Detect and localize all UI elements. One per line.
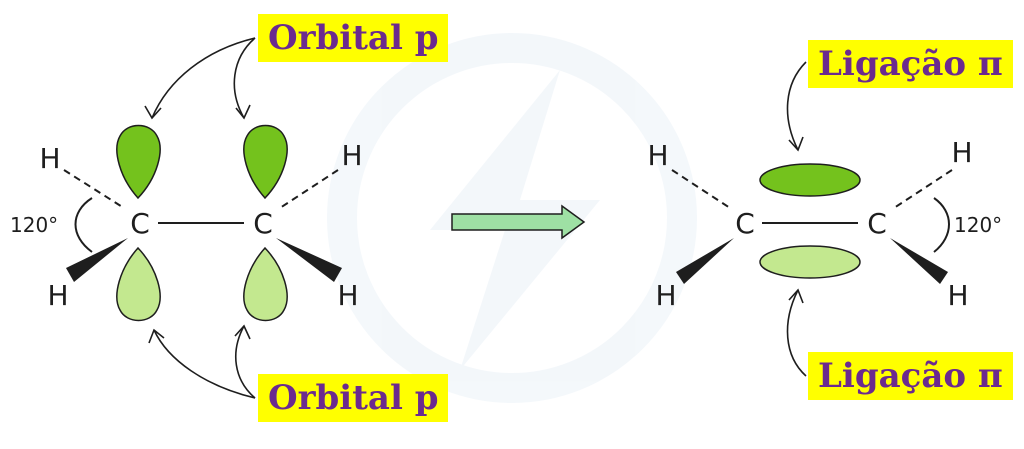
left-angle-label: 120° [10,213,58,237]
left-hydrogen-br: H [337,279,358,312]
left-carbon-1: C [130,207,150,240]
left-lobe-bottom-2 [243,246,288,322]
arrowhead-orbital-bottom-2 [234,324,251,340]
arrowhead-orbital-bottom-1 [148,328,165,344]
right-hydrogen-br: H [947,279,968,312]
arrowhead-pi-bottom [788,288,804,304]
label-pi-bond-top: Ligação π [808,40,1013,88]
pi-lobe-top [759,163,861,197]
arrow-pi-top [786,61,807,151]
right-hydrogen-tl: H [647,139,668,172]
right-angle-label: 120° [954,213,1002,237]
right-dashed-bond-2 [893,169,953,209]
right-molecule: C C H H H H 120° [647,61,1002,377]
arrow-pi-bottom [786,289,807,377]
left-hydrogen-bl: H [47,279,68,312]
reaction-arrow [451,204,586,240]
left-dashed-bond-1 [63,169,125,209]
arrow-orbital-bottom-2 [234,325,256,399]
label-orbital-p-top: Orbital p [258,14,449,62]
left-wedge-bond-1 [66,238,128,282]
arrow-orbital-top-2 [233,37,256,119]
left-carbon-2: C [253,207,273,240]
right-wedge-bond-1 [676,238,734,284]
right-wedge-bond-2 [890,238,948,284]
label-orbital-p-bottom: Orbital p [258,374,449,422]
left-lobe-top-1 [116,124,161,200]
arrowhead-pi-top [788,136,804,152]
left-wedge-bond-2 [276,238,342,282]
right-carbon-1: C [735,207,755,240]
left-lobe-bottom-1 [116,246,161,322]
right-hydrogen-tr: H [951,136,972,169]
right-angle-arc [933,197,950,253]
arrowhead-orbital-top-2 [235,104,251,120]
arrow-orbital-bottom-1 [153,329,256,399]
arrow-orbital-top-1 [151,37,256,119]
left-molecule: C C H H H H 120° [10,37,363,399]
right-carbon-2: C [867,207,887,240]
right-hydrogen-bl: H [655,279,676,312]
left-angle-arc [74,197,93,253]
left-hydrogen-tl: H [39,142,60,175]
left-lobe-top-2 [243,124,288,200]
arrowhead-orbital-top-1 [144,105,162,120]
pi-lobe-bottom [759,245,861,279]
label-pi-bond-bottom: Ligação π [808,352,1013,400]
left-hydrogen-tr: H [341,139,362,172]
